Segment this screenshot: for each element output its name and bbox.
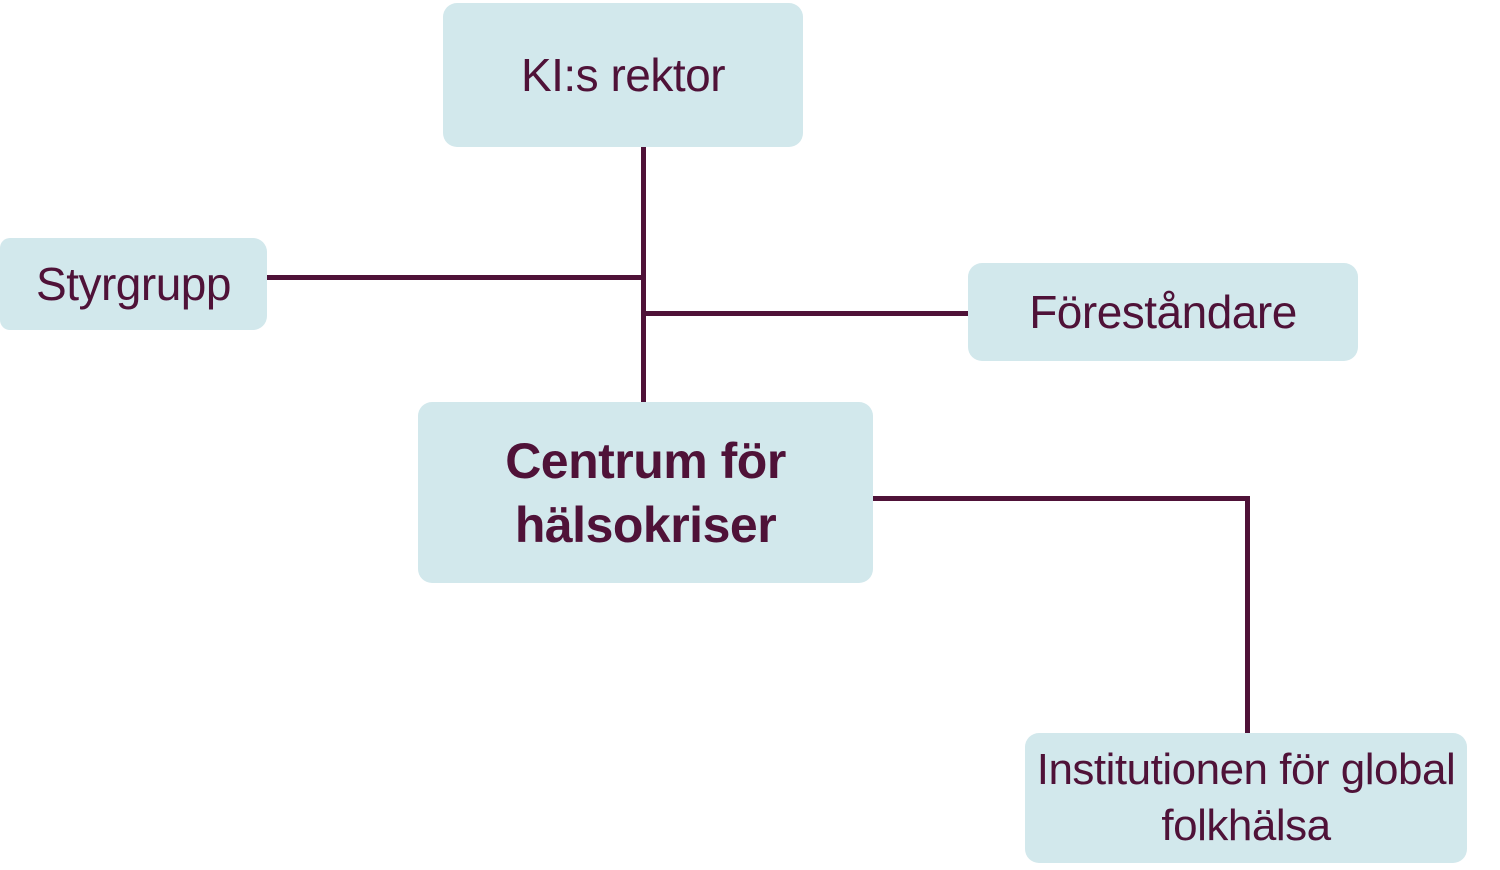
node-institutionen-for-global-folkhalsa: Institutionen för global folkhälsa (1025, 733, 1467, 863)
node-forestandare-label: Föreståndare (1029, 285, 1297, 338)
node-institutionen-for-global-folkhalsa-label: Institutionen för global folkhälsa (1036, 744, 1456, 850)
node-centrum-for-halsokriser: Centrum för hälsokriser (418, 402, 873, 583)
connector-centrum-institutionen-vertical (1245, 496, 1250, 733)
node-styrgrupp: Styrgrupp (0, 238, 267, 330)
node-ki-rektor: KI:s rektor (443, 3, 803, 147)
connector-centrum-institutionen-horizontal (873, 496, 1250, 501)
connector-rektor-styrgrupp (266, 275, 646, 280)
node-ki-rektor-label: KI:s rektor (520, 48, 726, 101)
node-centrum-for-halsokriser-label: Centrum för hälsokriser (505, 432, 786, 553)
node-styrgrupp-label: Styrgrupp (36, 257, 231, 310)
connector-rektor-forestandare (641, 311, 968, 316)
node-forestandare: Föreståndare (968, 263, 1358, 361)
